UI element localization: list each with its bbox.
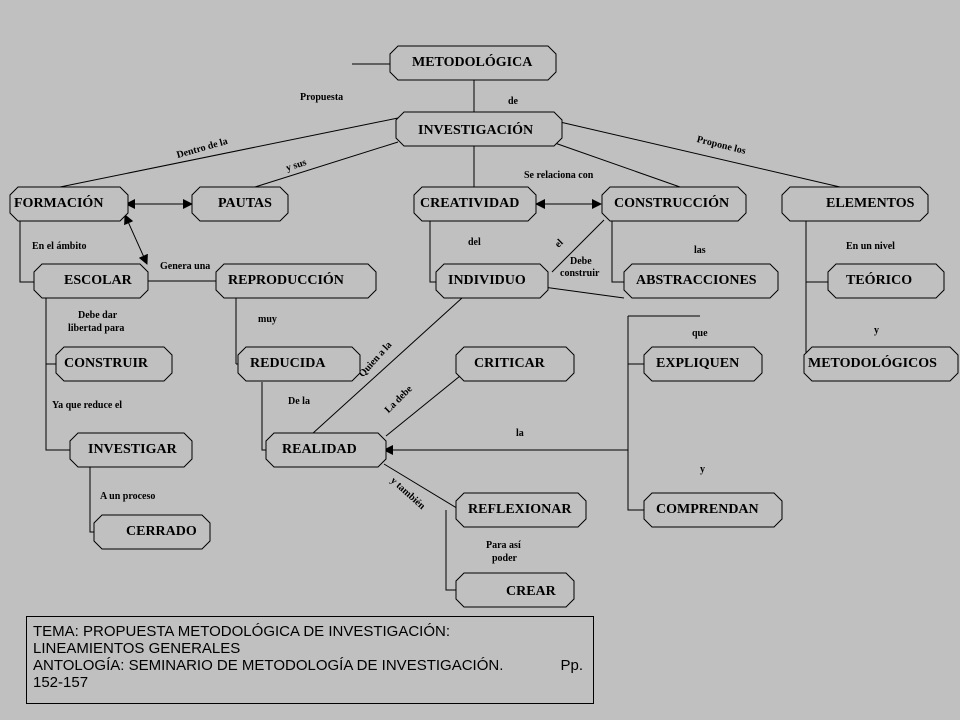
node-escolar-outline: [33, 263, 149, 299]
node-elementos-outline: [781, 186, 929, 222]
node-comprendan: COMPRENDAN: [656, 502, 759, 517]
label-poder: poder: [492, 553, 517, 564]
node-pautas: PAUTAS: [218, 196, 272, 211]
node-construir-outline: [55, 346, 173, 382]
label-en-el-ambito: En el ámbito: [32, 241, 87, 252]
node-teorico-outline: [827, 263, 945, 299]
node-cerrado-outline: [93, 514, 211, 550]
node-construccion-outline: [601, 186, 747, 222]
node-reducida: REDUCIDA: [250, 356, 326, 371]
label-debe-dar: Debe dar: [78, 310, 118, 321]
node-criticar-outline: [455, 346, 575, 382]
node-formacion: FORMACIÓN: [14, 196, 104, 211]
caption-line-4: 152-157: [33, 674, 89, 691]
label-del: del: [468, 237, 481, 248]
node-realidad-outline: [265, 432, 387, 468]
node-expliquen-outline: [643, 346, 763, 382]
caption-line-3: ANTOLOGÍA: SEMINARIO DE METODOLOGÍA DE I…: [33, 657, 504, 674]
node-metodologica-outline: [389, 45, 557, 81]
node-abstracciones: ABSTRACCIONES: [636, 273, 757, 288]
node-teorico: TEÓRICO: [846, 273, 913, 288]
node-realidad: REALIDAD: [282, 442, 357, 457]
node-creatividad-outline: [413, 186, 537, 222]
node-abstracciones-outline: [623, 263, 779, 299]
label-debe: Debe: [570, 256, 592, 267]
node-pautas-outline: [191, 186, 289, 222]
label-en-un-nivel: En un nivel: [846, 241, 895, 252]
node-metodologica: METODOLÓGICA: [412, 55, 533, 70]
node-reflexionar: REFLEXIONAR: [468, 502, 572, 517]
label-libertad-para: libertad para: [68, 323, 125, 334]
label-las: las: [694, 245, 706, 256]
label-ya-que-reduce-el: Ya que reduce el: [52, 400, 123, 411]
label-se-relaciona-con: Se relaciona con: [524, 170, 594, 181]
node-investigacion: INVESTIGACIÓN: [418, 123, 534, 138]
node-crear-outline: [455, 572, 575, 608]
node-elementos: ELEMENTOS: [826, 196, 915, 211]
node-criticar: CRITICAR: [474, 356, 545, 371]
node-investigar: INVESTIGAR: [88, 442, 177, 457]
node-construir: CONSTRUIR: [64, 356, 149, 371]
node-reproduccion-outline: [215, 263, 377, 299]
label-genera-una: Genera una: [160, 261, 211, 272]
label-construir-link: construir: [560, 268, 600, 279]
label-muy: muy: [258, 314, 277, 325]
node-individuo: INDIVIDUO: [448, 273, 526, 288]
label-de: de: [508, 96, 518, 107]
caption-line-3-wrap: ANTOLOGÍA: SEMINARIO DE METODOLOGÍA DE I…: [33, 657, 587, 674]
label-para-asi: Para así: [486, 540, 521, 551]
node-reproduccion: REPRODUCCIÓN: [228, 273, 344, 288]
label-de-la: De la: [288, 396, 310, 407]
node-construccion: CONSTRUCCIÓN: [614, 196, 730, 211]
node-expliquen: EXPLIQUEN: [656, 356, 740, 371]
node-comprendan-outline: [643, 492, 783, 528]
label-a-un-proceso: A un proceso: [100, 491, 156, 502]
node-formacion-outline: [9, 186, 129, 222]
caption-line-1: TEMA: PROPUESTA METODOLÓGICA DE INVESTIG…: [33, 623, 451, 640]
node-investigacion-outline: [395, 111, 563, 147]
label-la: la: [516, 428, 524, 439]
caption-pages: Pp.: [560, 657, 583, 674]
label-propuesta: Propuesta: [300, 92, 344, 103]
node-reducida-outline: [237, 346, 361, 382]
node-investigar-outline: [69, 432, 193, 468]
node-metodologicos-outline: [803, 346, 959, 382]
node-metodologicos: METODOLÓGICOS: [808, 356, 937, 371]
label-que: que: [692, 328, 708, 339]
node-creatividad: CREATIVIDAD: [420, 196, 520, 211]
node-escolar: ESCOLAR: [64, 273, 132, 288]
node-crear: CREAR: [506, 584, 556, 599]
node-cerrado: CERRADO: [126, 524, 197, 539]
node-reflexionar-outline: [455, 492, 587, 528]
label-y-comprendan: y: [700, 464, 705, 475]
node-individuo-outline: [435, 263, 549, 299]
caption-box: TEMA: PROPUESTA METODOLÓGICA DE INVESTIG…: [26, 616, 594, 704]
caption-line-2: LINEAMIENTOS GENERALES: [33, 640, 241, 657]
label-y-teorico: y: [874, 325, 879, 336]
